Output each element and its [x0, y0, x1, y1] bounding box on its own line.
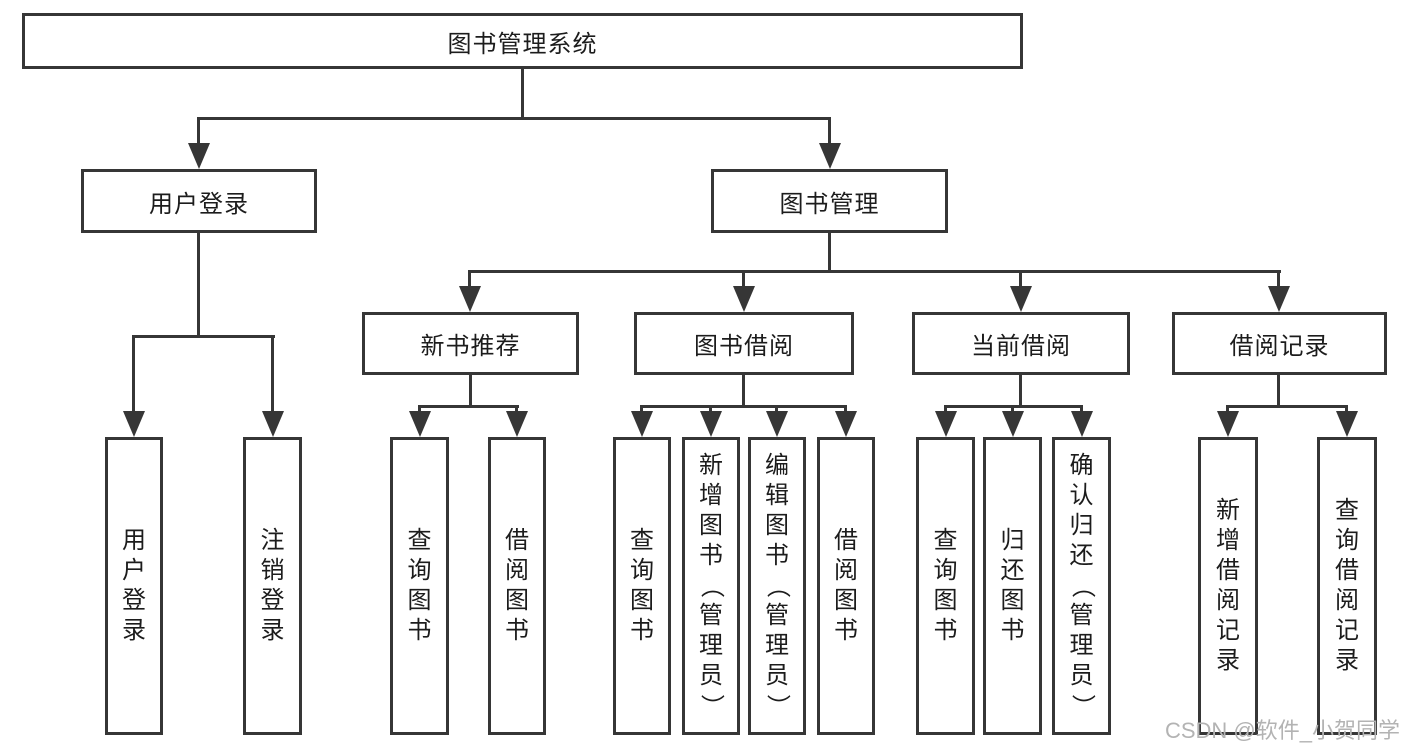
connector-leaf-drop: [1011, 405, 1014, 413]
leaf-add-borrow-record: 新增借阅记录: [1198, 437, 1258, 735]
connector-level3-hline: [468, 270, 1281, 273]
arrow-down-icon: [409, 411, 431, 437]
arrow-down-icon: [819, 143, 841, 169]
leaf-logout: 注销登录: [243, 437, 302, 735]
leaf-confirm-return-admin: 确认归还（管理员）: [1052, 437, 1111, 735]
leaf-edit-book-admin: 编辑图书（管理员）: [748, 437, 806, 735]
leaf-query-books: 查询图书: [613, 437, 671, 735]
node-label: 新书推荐: [420, 333, 521, 360]
leaf-add-book-admin: 新增图书（管理员）: [682, 437, 740, 735]
node-label: 图书管理: [779, 190, 880, 218]
connector-leaf-drop: [1226, 405, 1229, 413]
node-borrow-record: 借阅记录: [1172, 312, 1387, 375]
connector-current-borrow-stem: [1019, 375, 1022, 407]
node-label: 图书借阅: [694, 333, 794, 360]
arrow-down-icon: [188, 143, 210, 169]
csdn-watermark: CSDN @软件_小贺同学: [1164, 718, 1400, 743]
arrow-down-icon: [631, 411, 653, 437]
arrow-down-icon: [1010, 286, 1032, 312]
node-label: 图书管理系统: [447, 30, 598, 58]
arrow-down-icon: [123, 411, 145, 437]
connector-book-borrow-hline: [640, 405, 847, 408]
arrow-down-icon: [506, 411, 528, 437]
arrow-down-icon: [766, 411, 788, 437]
connector-book-borrow-drop: [742, 270, 745, 287]
arrow-down-icon: [935, 411, 957, 437]
connector-leaf-drop: [775, 405, 778, 413]
node-label: 当前借阅: [971, 333, 1071, 360]
connector-new-book-stem: [469, 375, 472, 407]
arrow-down-icon: [700, 411, 722, 437]
node-book-management: 图书管理: [711, 169, 948, 233]
leaf-borrow-books: 借阅图书: [817, 437, 875, 735]
connector-borrow-record-stem: [1277, 375, 1280, 407]
connector-current-borrow-drop: [1019, 270, 1022, 287]
leaf-user-login: 用户登录: [105, 437, 163, 735]
connector-root-drop: [521, 69, 524, 118]
node-label: 用户登录: [149, 190, 249, 218]
connector-leaf-drop: [944, 405, 947, 413]
node-user-login: 用户登录: [81, 169, 317, 233]
connector-leaf-drop: [132, 335, 135, 412]
arrow-down-icon: [733, 286, 755, 312]
arrow-down-icon: [262, 411, 284, 437]
connector-new-book-drop: [468, 270, 471, 287]
node-current-borrow: 当前借阅: [912, 312, 1130, 375]
arrow-down-icon: [1217, 411, 1239, 437]
connector-leaf-drop: [271, 335, 274, 412]
arrow-down-icon: [1268, 286, 1290, 312]
connector-leaf-drop: [709, 405, 712, 413]
connector-book-management-drop: [828, 117, 831, 144]
arrow-down-icon: [835, 411, 857, 437]
connector-leaf-drop: [640, 405, 643, 413]
connector-book-borrow-stem: [742, 375, 745, 407]
arrow-down-icon: [459, 286, 481, 312]
arrow-down-icon: [1071, 411, 1093, 437]
connector-book-management-stem: [828, 233, 831, 272]
connector-leaf-drop: [1080, 405, 1083, 413]
leaf-query-borrow-record: 查询借阅记录: [1317, 437, 1377, 735]
leaf-query-books: 查询图书: [390, 437, 449, 735]
connector-borrow-record-drop: [1277, 270, 1280, 287]
connector-user-login-stem: [197, 233, 200, 336]
node-label: 借阅记录: [1229, 333, 1330, 360]
connector-leaf-drop: [844, 405, 847, 413]
leaf-borrow-books: 借阅图书: [488, 437, 546, 735]
connector-new-book-hline: [418, 405, 519, 408]
node-new-book-recommend: 新书推荐: [362, 312, 579, 375]
connector-user-login-drop: [197, 117, 200, 144]
connector-leaf-drop: [515, 405, 518, 413]
connector-borrow-record-hline: [1226, 405, 1348, 408]
leaf-return-books: 归还图书: [983, 437, 1042, 735]
arrow-down-icon: [1002, 411, 1024, 437]
connector-user-login-hline: [132, 335, 275, 338]
connector-leaf-drop: [1345, 405, 1348, 413]
connector-root-hline: [197, 117, 831, 120]
node-library-management-system: 图书管理系统: [22, 13, 1023, 69]
node-book-borrow: 图书借阅: [634, 312, 854, 375]
connector-leaf-drop: [418, 405, 421, 413]
leaf-query-books: 查询图书: [916, 437, 975, 735]
arrow-down-icon: [1336, 411, 1358, 437]
